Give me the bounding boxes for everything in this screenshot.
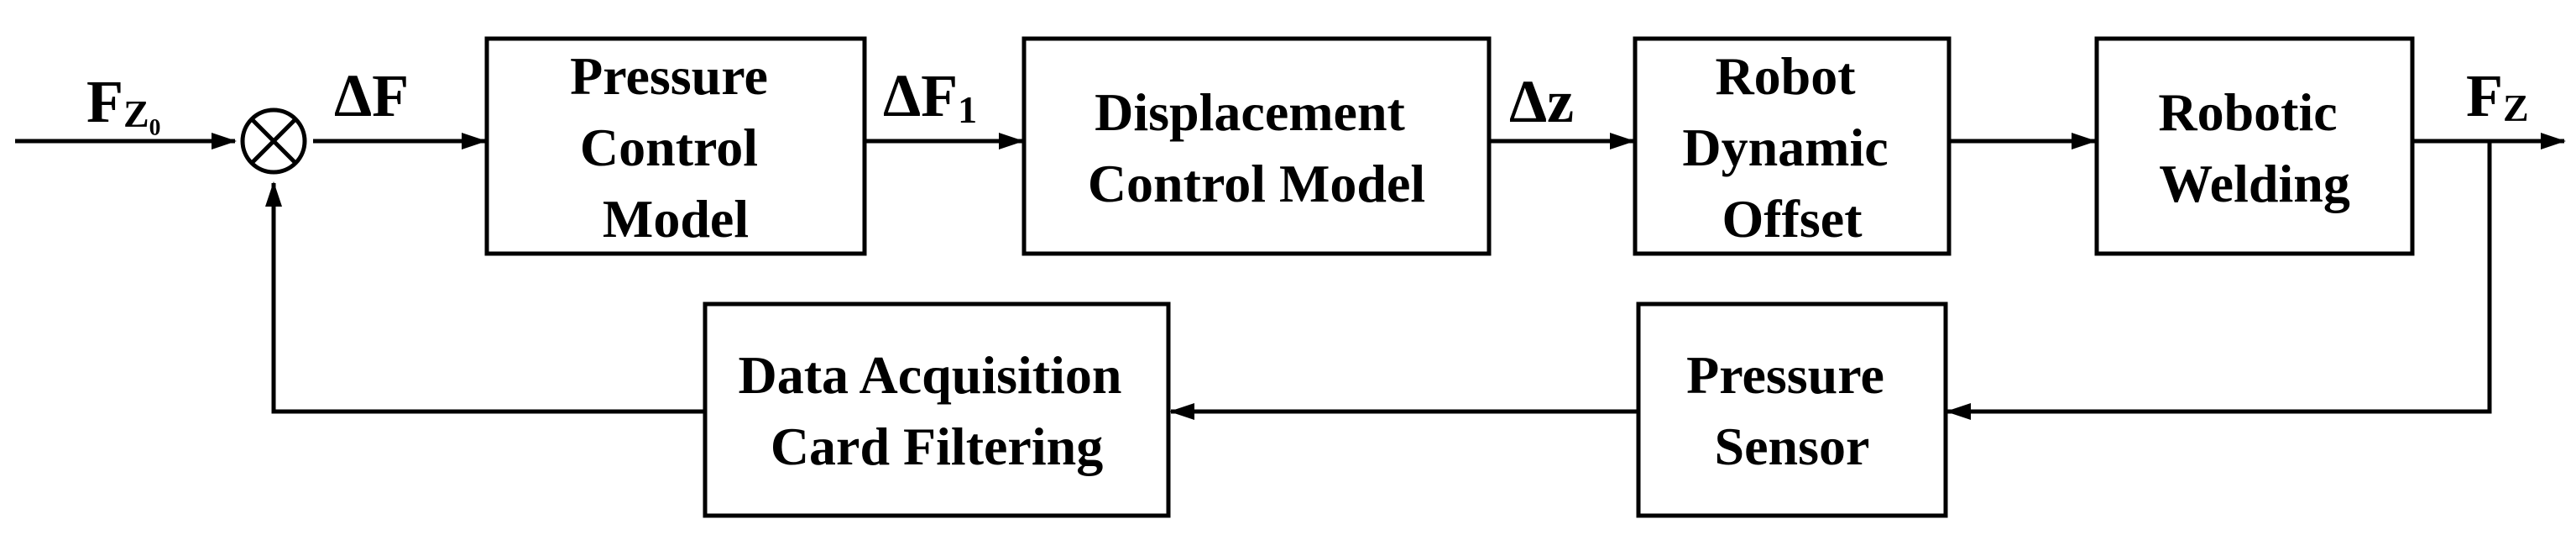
pressure-control-line-2: Control <box>580 118 758 177</box>
pressure-sensor-block: Pressure Sensor <box>1636 301 1948 518</box>
robot-dynamic-offset-block: Robot Dynamic Offset <box>1633 36 1952 256</box>
robotic-welding-line-2: Welding <box>2159 154 2350 213</box>
robot-dynamic-line-1: Robot <box>1715 46 1856 106</box>
delta-f1-signal-label: ΔF1 <box>883 62 977 131</box>
svg-text:Pressure Control M: Pressure Control Model <box>570 46 781 249</box>
displacement-control-model-block: Displacement Control Model <box>1022 36 1492 256</box>
data-acquisition-line-1: Data Acquisition <box>739 345 1122 405</box>
connections <box>15 133 2566 420</box>
output-signal-label: FZ <box>2466 62 2529 129</box>
data-acquisition-card-filtering-block: Data Acquisition Card Filtering <box>703 301 1171 518</box>
robotic-welding-line-1: Robotic <box>2158 82 2337 142</box>
pressure-control-model-block: Pressure Control Model <box>484 36 867 256</box>
feedback-to-sensor-line <box>1946 141 2492 420</box>
pressure-sensor-line-1: Pressure <box>1686 345 1884 405</box>
displacement-control-line-2: Control Model <box>1088 154 1425 213</box>
displacement-control-line-1: Displacement <box>1095 82 1405 142</box>
svg-text:Robotic Welding: Robotic Welding <box>2158 82 2350 213</box>
input-signal-label: FZ₀ <box>86 68 160 135</box>
pressure-control-line-1: Pressure <box>570 46 768 106</box>
robotic-welding-block: Robotic Welding <box>2094 36 2415 256</box>
error-signal-label: ΔF <box>334 62 409 129</box>
summing-junction <box>240 107 307 175</box>
delta-z-signal-label: Δz <box>1509 68 1574 135</box>
data-acquisition-line-2: Card Filtering <box>771 417 1103 476</box>
svg-text:Robot Dynamic Offs: Robot Dynamic Offset <box>1682 46 1901 249</box>
robot-dynamic-line-2: Dynamic <box>1682 118 1888 177</box>
svg-text:Pressure Sensor: Pressure Sensor <box>1686 345 1898 476</box>
pressure-control-line-3: Model <box>603 189 749 249</box>
pressure-sensor-line-2: Sensor <box>1715 417 1870 476</box>
feedback-to-summing-line <box>265 181 705 414</box>
robot-dynamic-line-3: Offset <box>1722 189 1863 249</box>
svg-text:Displacement Control Mod: Displacement Control Model <box>1088 82 1425 213</box>
svg-text:Data Acquisition Card Fi: Data Acquisition Card Filtering <box>739 345 1136 476</box>
